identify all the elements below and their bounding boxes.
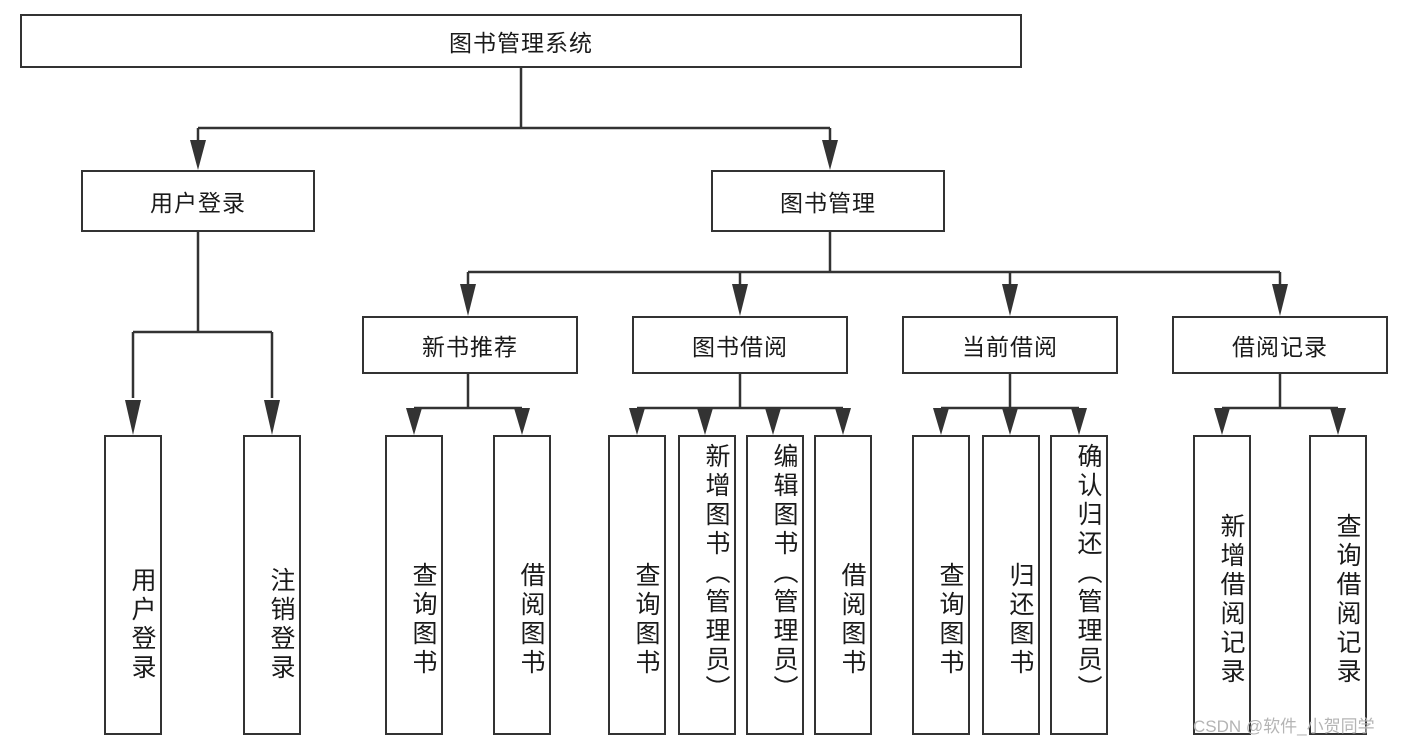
- leaf-query-book-borrow[interactable]: 查询图书: [608, 435, 666, 735]
- node-current-borrow[interactable]: 当前借阅: [902, 316, 1118, 374]
- leaf-edit-book-admin[interactable]: 编辑图书（管理员）: [746, 435, 804, 735]
- node-borrow-record[interactable]: 借阅记录: [1172, 316, 1388, 374]
- leaf-return-book[interactable]: 归还图书: [982, 435, 1040, 735]
- leaf-user-login[interactable]: 用户登录: [104, 435, 162, 735]
- node-book-management[interactable]: 图书管理: [711, 170, 945, 232]
- node-user-login[interactable]: 用户登录: [81, 170, 315, 232]
- leaf-confirm-return-admin[interactable]: 确认归还（管理员）: [1050, 435, 1108, 735]
- node-new-book-recommend[interactable]: 新书推荐: [362, 316, 578, 374]
- leaf-query-borrow-record[interactable]: 查询借阅记录: [1309, 435, 1367, 735]
- watermark-text: CSDN @软件_小贺同学: [1193, 717, 1375, 736]
- leaf-query-book-recommend[interactable]: 查询图书: [385, 435, 443, 735]
- leaf-query-book-current[interactable]: 查询图书: [912, 435, 970, 735]
- leaf-logout[interactable]: 注销登录: [243, 435, 301, 735]
- leaf-add-book-admin[interactable]: 新增图书（管理员）: [678, 435, 736, 735]
- node-book-borrow[interactable]: 图书借阅: [632, 316, 848, 374]
- node-root-system[interactable]: 图书管理系统: [20, 14, 1022, 68]
- leaf-borrow-book-recommend[interactable]: 借阅图书: [493, 435, 551, 735]
- leaf-add-borrow-record[interactable]: 新增借阅记录: [1193, 435, 1251, 735]
- leaf-borrow-book[interactable]: 借阅图书: [814, 435, 872, 735]
